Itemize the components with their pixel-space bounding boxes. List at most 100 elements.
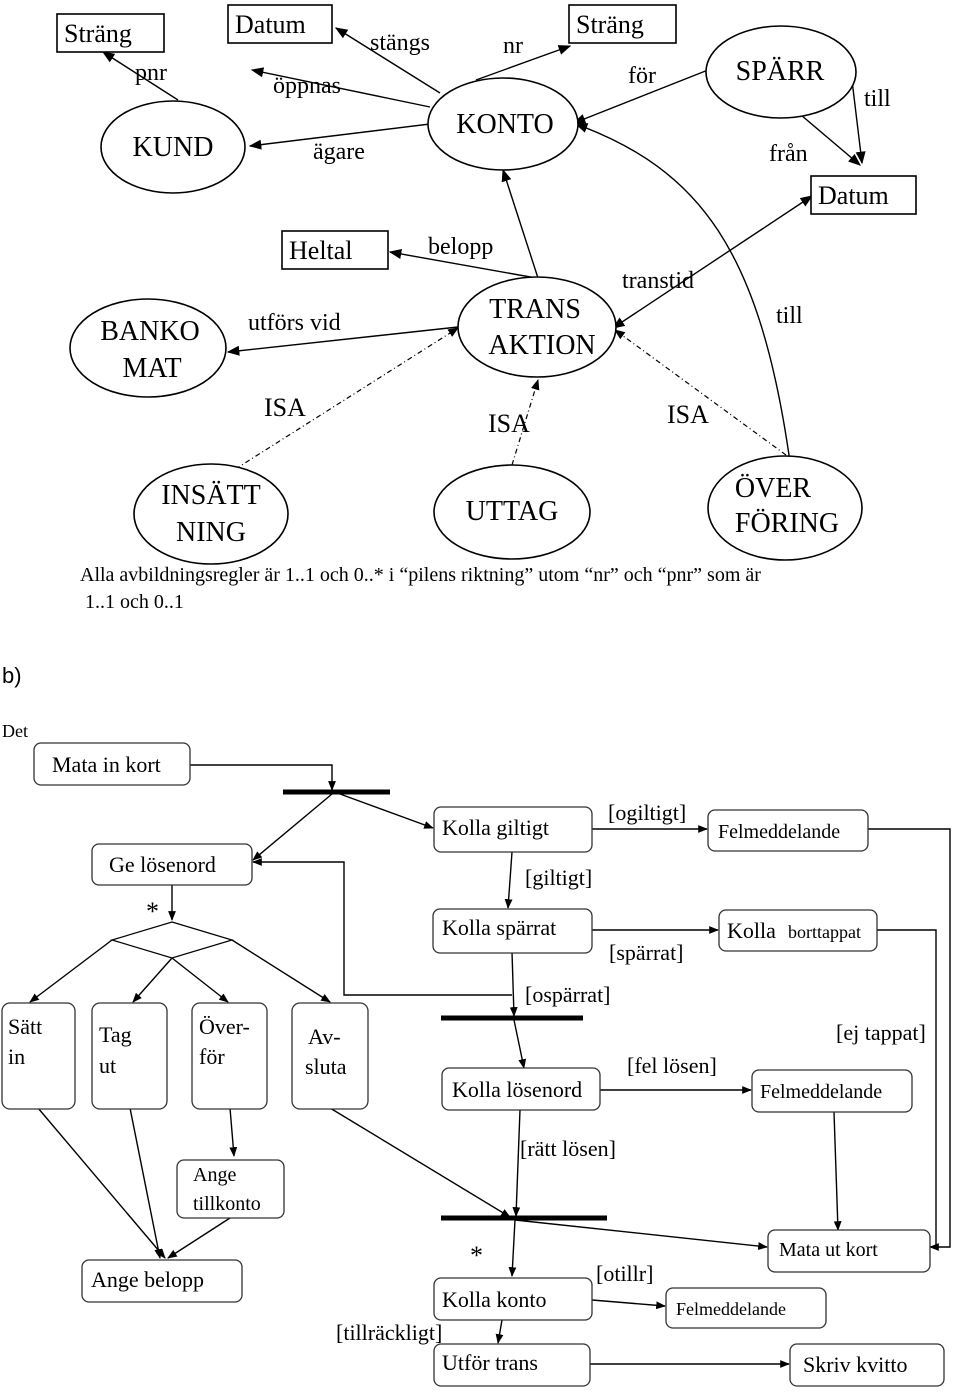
activity-overfor: Över- för	[191, 1002, 268, 1110]
relation-stangs: stängs	[370, 30, 430, 56]
flow-bar3-mata-ut	[514, 1219, 768, 1250]
activity-satt-in: Sätt in	[1, 1002, 76, 1110]
relation-till-sparr: till	[864, 86, 891, 112]
activity-felmeddelande-1: Felmeddelande	[707, 809, 869, 852]
relation-till-overforing: till	[776, 303, 803, 329]
svg-text:Felmeddelande: Felmeddelande	[718, 821, 840, 843]
activity-ge-losenord: Ge lösenord	[91, 843, 253, 886]
flow-bar2-kolla-losenord	[513, 1019, 527, 1069]
svg-text:Mata ut kort: Mata ut kort	[779, 1239, 878, 1261]
svg-text:KONTO: KONTO	[456, 109, 553, 140]
activity-mata-ut-kort: Mata ut kort	[767, 1229, 931, 1273]
flow-bar1-kolla-giltigt	[339, 793, 434, 829]
svg-text:ÖVER: ÖVER	[735, 473, 812, 504]
activity-utfor-trans: Utför trans	[433, 1343, 591, 1387]
guard-ogiltigt: [ogiltigt]	[608, 800, 686, 825]
svg-text:NING: NING	[176, 517, 246, 548]
activity-kolla-giltigt: Kolla giltigt	[433, 806, 593, 853]
svg-text:in: in	[8, 1044, 25, 1069]
flow-satt-in-belopp	[37, 1107, 166, 1259]
edge-trans-heltal-belopp	[388, 249, 537, 279]
edge-uttag-isa	[511, 378, 540, 466]
entity-bankomat: BANKO MAT	[69, 298, 227, 398]
flow-bar1-ge-losenord	[252, 793, 333, 861]
activity-tag-ut: Tag ut	[91, 1002, 168, 1110]
flow-tillkonto-belopp	[167, 1217, 231, 1259]
svg-text:Utför trans: Utför trans	[442, 1350, 538, 1375]
flow-felmeddelande1-mata-ut	[868, 828, 951, 1251]
svg-text:UTTAG: UTTAG	[466, 496, 559, 527]
type-label: Heltal	[289, 236, 353, 265]
edge-trans-bankomat-utfors	[226, 326, 459, 356]
edge-konto-kund-agare	[248, 123, 431, 150]
guard-tillrackligt: [tillräckligt]	[336, 1320, 442, 1345]
entity-sparr: SPÄRR	[705, 25, 857, 119]
type-label: Datum	[818, 181, 889, 210]
activity-kolla-losenord: Kolla lösenord	[441, 1067, 601, 1111]
flow-bar3-kolla-konto	[508, 1219, 517, 1277]
relation-utfors-vid: utförs vid	[248, 310, 341, 336]
flow-choice-overfor	[171, 957, 229, 1003]
edge-overforing-konto-till	[574, 123, 791, 463]
svg-text:Kolla lösenord: Kolla lösenord	[452, 1077, 582, 1102]
activity-diagram: b) Det	[1, 663, 951, 1387]
svg-text:Kolla giltigt: Kolla giltigt	[442, 815, 549, 840]
svg-text:Tag: Tag	[99, 1022, 132, 1047]
svg-text:TRANS: TRANS	[489, 294, 581, 325]
type-label: Sträng	[576, 10, 644, 39]
relation-transtid: transtid	[622, 268, 694, 294]
relation-fran: från	[769, 141, 808, 167]
flow-otillr	[591, 1299, 666, 1310]
flow-choice-tag-ut	[132, 957, 173, 1003]
guard-sparrat: [spärrat]	[609, 940, 684, 965]
svg-text:Kolla: Kolla	[727, 918, 776, 943]
relation-oppnas: öppnas	[273, 73, 341, 99]
entity-transaktion: TRANS AKTION	[457, 276, 617, 378]
guard-otillr: [otillr]	[596, 1261, 653, 1286]
relation-for: för	[628, 63, 656, 89]
flow-felmeddelande2-mata-ut	[833, 1111, 842, 1231]
edge-trans-datum-transtid	[611, 195, 814, 329]
iteration-star-1: *	[146, 897, 159, 926]
svg-text:Ange: Ange	[193, 1164, 236, 1186]
svg-text:Felmeddelande: Felmeddelande	[760, 1081, 882, 1103]
relation-pnr: pnr	[135, 60, 167, 86]
edge-kund-strang	[101, 51, 179, 101]
activity-kolla-sparrat: Kolla spärrat	[432, 908, 593, 954]
guard-ratt-losen: [rätt lösen]	[520, 1136, 616, 1161]
activity-kolla-konto: Kolla konto	[433, 1277, 593, 1321]
svg-text:tillkonto: tillkonto	[193, 1193, 261, 1215]
type-box-datum-right: Datum	[810, 175, 917, 215]
edge-overforing-isa	[614, 329, 787, 456]
note-line-2: 1..1 och 0..1	[85, 591, 184, 613]
svg-text:sluta: sluta	[305, 1054, 347, 1079]
activity-skriv-kvitto: Skriv kvitto	[789, 1343, 945, 1387]
entity-konto: KONTO	[427, 77, 579, 171]
svg-text:SPÄRR: SPÄRR	[736, 56, 825, 87]
flow-tag-ut-belopp	[129, 1107, 163, 1259]
edge-insattning-isa	[214, 327, 459, 483]
entity-uttag: UTTAG	[433, 464, 591, 560]
flow-osparrat	[509, 951, 518, 1017]
flow-tillrackligt	[495, 1319, 504, 1344]
svg-text:Sätt: Sätt	[8, 1014, 42, 1039]
svg-text:Skriv kvitto: Skriv kvitto	[803, 1352, 908, 1377]
activity-mata-in-kort: Mata in kort	[33, 742, 191, 786]
svg-text:Kolla spärrat: Kolla spärrat	[442, 915, 556, 940]
svg-text:KUND: KUND	[133, 132, 214, 163]
svg-text:borttappat: borttappat	[788, 922, 861, 942]
type-box-heltal: Heltal	[281, 230, 389, 270]
type-box-datum-top: Datum	[227, 4, 333, 44]
relation-agare: ägare	[313, 139, 365, 165]
guard-fel-losen: [fel lösen]	[627, 1053, 717, 1078]
edge-konto-datum-stangs	[334, 27, 441, 94]
svg-text:Felmeddelande: Felmeddelande	[676, 1299, 786, 1319]
svg-text:INSÄTT: INSÄTT	[161, 480, 261, 511]
flow-ratt-losen	[512, 1109, 521, 1217]
flow-mata-in-bar1	[190, 764, 336, 791]
activity-felmeddelande-2: Felmeddelande	[751, 1069, 913, 1113]
svg-text:Kolla konto: Kolla konto	[442, 1287, 547, 1312]
guard-giltigt: [giltigt]	[525, 865, 592, 890]
svg-text:BANKO: BANKO	[100, 316, 200, 347]
